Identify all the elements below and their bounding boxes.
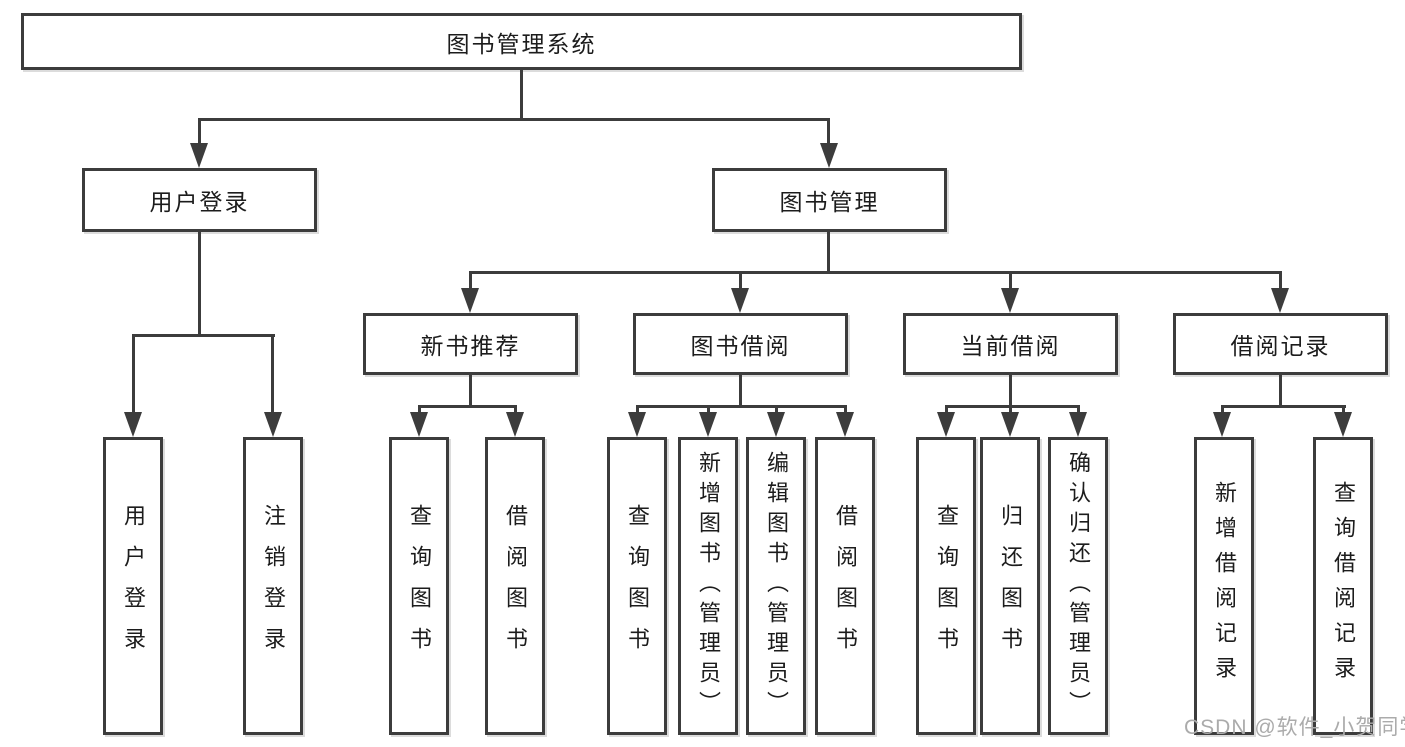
leaf-query-books-current: 查询图书 xyxy=(916,437,976,735)
leaf-edit-book-admin: 编辑图书（管理员） xyxy=(746,437,806,735)
connector-line xyxy=(418,405,421,417)
connector-line xyxy=(636,405,846,408)
arrow-down-icon xyxy=(937,412,955,437)
connector-line xyxy=(775,405,778,417)
leaf-borrow-books-recommend-label: 借阅图书 xyxy=(503,504,528,668)
arrow-down-icon xyxy=(1271,288,1289,313)
connector-line xyxy=(514,405,517,417)
node-new-book-recommend: 新书推荐 xyxy=(363,313,578,375)
connector-line xyxy=(1342,405,1345,417)
connector-line xyxy=(739,271,742,291)
leaf-add-borrow-record-label: 新增借阅记录 xyxy=(1212,481,1237,691)
connector-line xyxy=(827,118,830,146)
connector-line xyxy=(1279,271,1282,291)
arrow-down-icon xyxy=(506,412,524,437)
leaf-logout-label: 注销登录 xyxy=(261,504,286,668)
leaf-query-books-borrowing-label: 查询图书 xyxy=(625,504,650,668)
connector-line xyxy=(198,118,201,146)
node-root-label: 图书管理系统 xyxy=(446,30,597,57)
connector-line xyxy=(469,271,472,291)
leaf-query-borrow-record: 查询借阅记录 xyxy=(1313,437,1373,735)
connector-line xyxy=(636,405,639,417)
leaf-add-borrow-record: 新增借阅记录 xyxy=(1194,437,1254,735)
node-borrow-records-label: 借阅记录 xyxy=(1230,333,1331,359)
arrow-down-icon xyxy=(264,412,282,437)
connector-line xyxy=(469,271,1282,274)
node-user-login-label: 用户登录 xyxy=(149,189,250,215)
arrow-down-icon xyxy=(836,412,854,437)
leaf-logout: 注销登录 xyxy=(243,437,303,735)
connector-line xyxy=(945,405,948,417)
leaf-query-books-recommend-label: 查询图书 xyxy=(407,504,432,668)
node-borrow-records: 借阅记录 xyxy=(1173,313,1388,375)
connector-line xyxy=(132,334,275,337)
node-book-management-label: 图书管理 xyxy=(779,189,880,215)
leaf-query-books-recommend: 查询图书 xyxy=(389,437,449,735)
arrow-down-icon xyxy=(124,412,142,437)
arrow-down-icon xyxy=(820,143,838,168)
leaf-edit-book-admin-label: 编辑图书（管理员） xyxy=(764,451,789,721)
connector-line xyxy=(1009,375,1012,408)
arrow-down-icon xyxy=(767,412,785,437)
connector-line xyxy=(1221,405,1224,417)
leaf-query-books-current-label: 查询图书 xyxy=(934,504,959,668)
connector-line xyxy=(1009,271,1012,291)
leaf-return-books: 归还图书 xyxy=(980,437,1040,735)
node-current-borrowing: 当前借阅 xyxy=(903,313,1118,375)
connector-line xyxy=(1077,405,1080,417)
arrow-down-icon xyxy=(699,412,717,437)
arrow-down-icon xyxy=(190,143,208,168)
node-book-borrowing: 图书借阅 xyxy=(633,313,848,375)
connector-line xyxy=(520,69,523,119)
connector-line xyxy=(198,232,201,336)
leaf-add-book-admin-label: 新增图书（管理员） xyxy=(696,451,721,721)
leaf-query-books-borrowing: 查询图书 xyxy=(607,437,667,735)
node-root: 图书管理系统 xyxy=(21,13,1022,70)
leaf-borrow-books-recommend: 借阅图书 xyxy=(485,437,545,735)
node-book-borrowing-label: 图书借阅 xyxy=(690,333,791,359)
node-current-borrowing-label: 当前借阅 xyxy=(960,333,1061,359)
connector-line xyxy=(844,405,847,417)
connector-line xyxy=(469,375,472,408)
leaf-return-books-label: 归还图书 xyxy=(998,504,1023,668)
connector-line xyxy=(739,375,742,408)
connector-line xyxy=(132,334,135,414)
connector-line xyxy=(707,405,710,417)
arrow-down-icon xyxy=(628,412,646,437)
connector-line xyxy=(1221,405,1346,408)
connector-line xyxy=(827,232,830,273)
connector-line xyxy=(945,405,1080,408)
leaf-confirm-return-admin-label: 确认归还（管理员） xyxy=(1066,451,1091,721)
watermark: CSDN @软件_小贺同学 xyxy=(1184,716,1405,739)
arrow-down-icon xyxy=(1001,412,1019,437)
leaf-confirm-return-admin: 确认归还（管理员） xyxy=(1048,437,1108,735)
leaf-user-login-label: 用户登录 xyxy=(121,504,146,668)
arrow-down-icon xyxy=(410,412,428,437)
leaf-borrow-books-label: 借阅图书 xyxy=(833,504,858,668)
arrow-down-icon xyxy=(461,288,479,313)
arrow-down-icon xyxy=(731,288,749,313)
leaf-user-login: 用户登录 xyxy=(103,437,163,735)
arrow-down-icon xyxy=(1001,288,1019,313)
connector-line xyxy=(271,334,274,414)
node-book-management: 图书管理 xyxy=(712,168,947,232)
arrow-down-icon xyxy=(1213,412,1231,437)
connector-line xyxy=(1009,405,1012,417)
node-user-login: 用户登录 xyxy=(82,168,317,232)
leaf-query-borrow-record-label: 查询借阅记录 xyxy=(1331,481,1356,691)
leaf-borrow-books: 借阅图书 xyxy=(815,437,875,735)
arrow-down-icon xyxy=(1069,412,1087,437)
connector-line xyxy=(1279,375,1282,408)
node-new-book-recommend-label: 新书推荐 xyxy=(420,333,521,359)
connector-line xyxy=(198,118,830,121)
arrow-down-icon xyxy=(1334,412,1352,437)
connector-line xyxy=(418,405,517,408)
leaf-add-book-admin: 新增图书（管理员） xyxy=(678,437,738,735)
